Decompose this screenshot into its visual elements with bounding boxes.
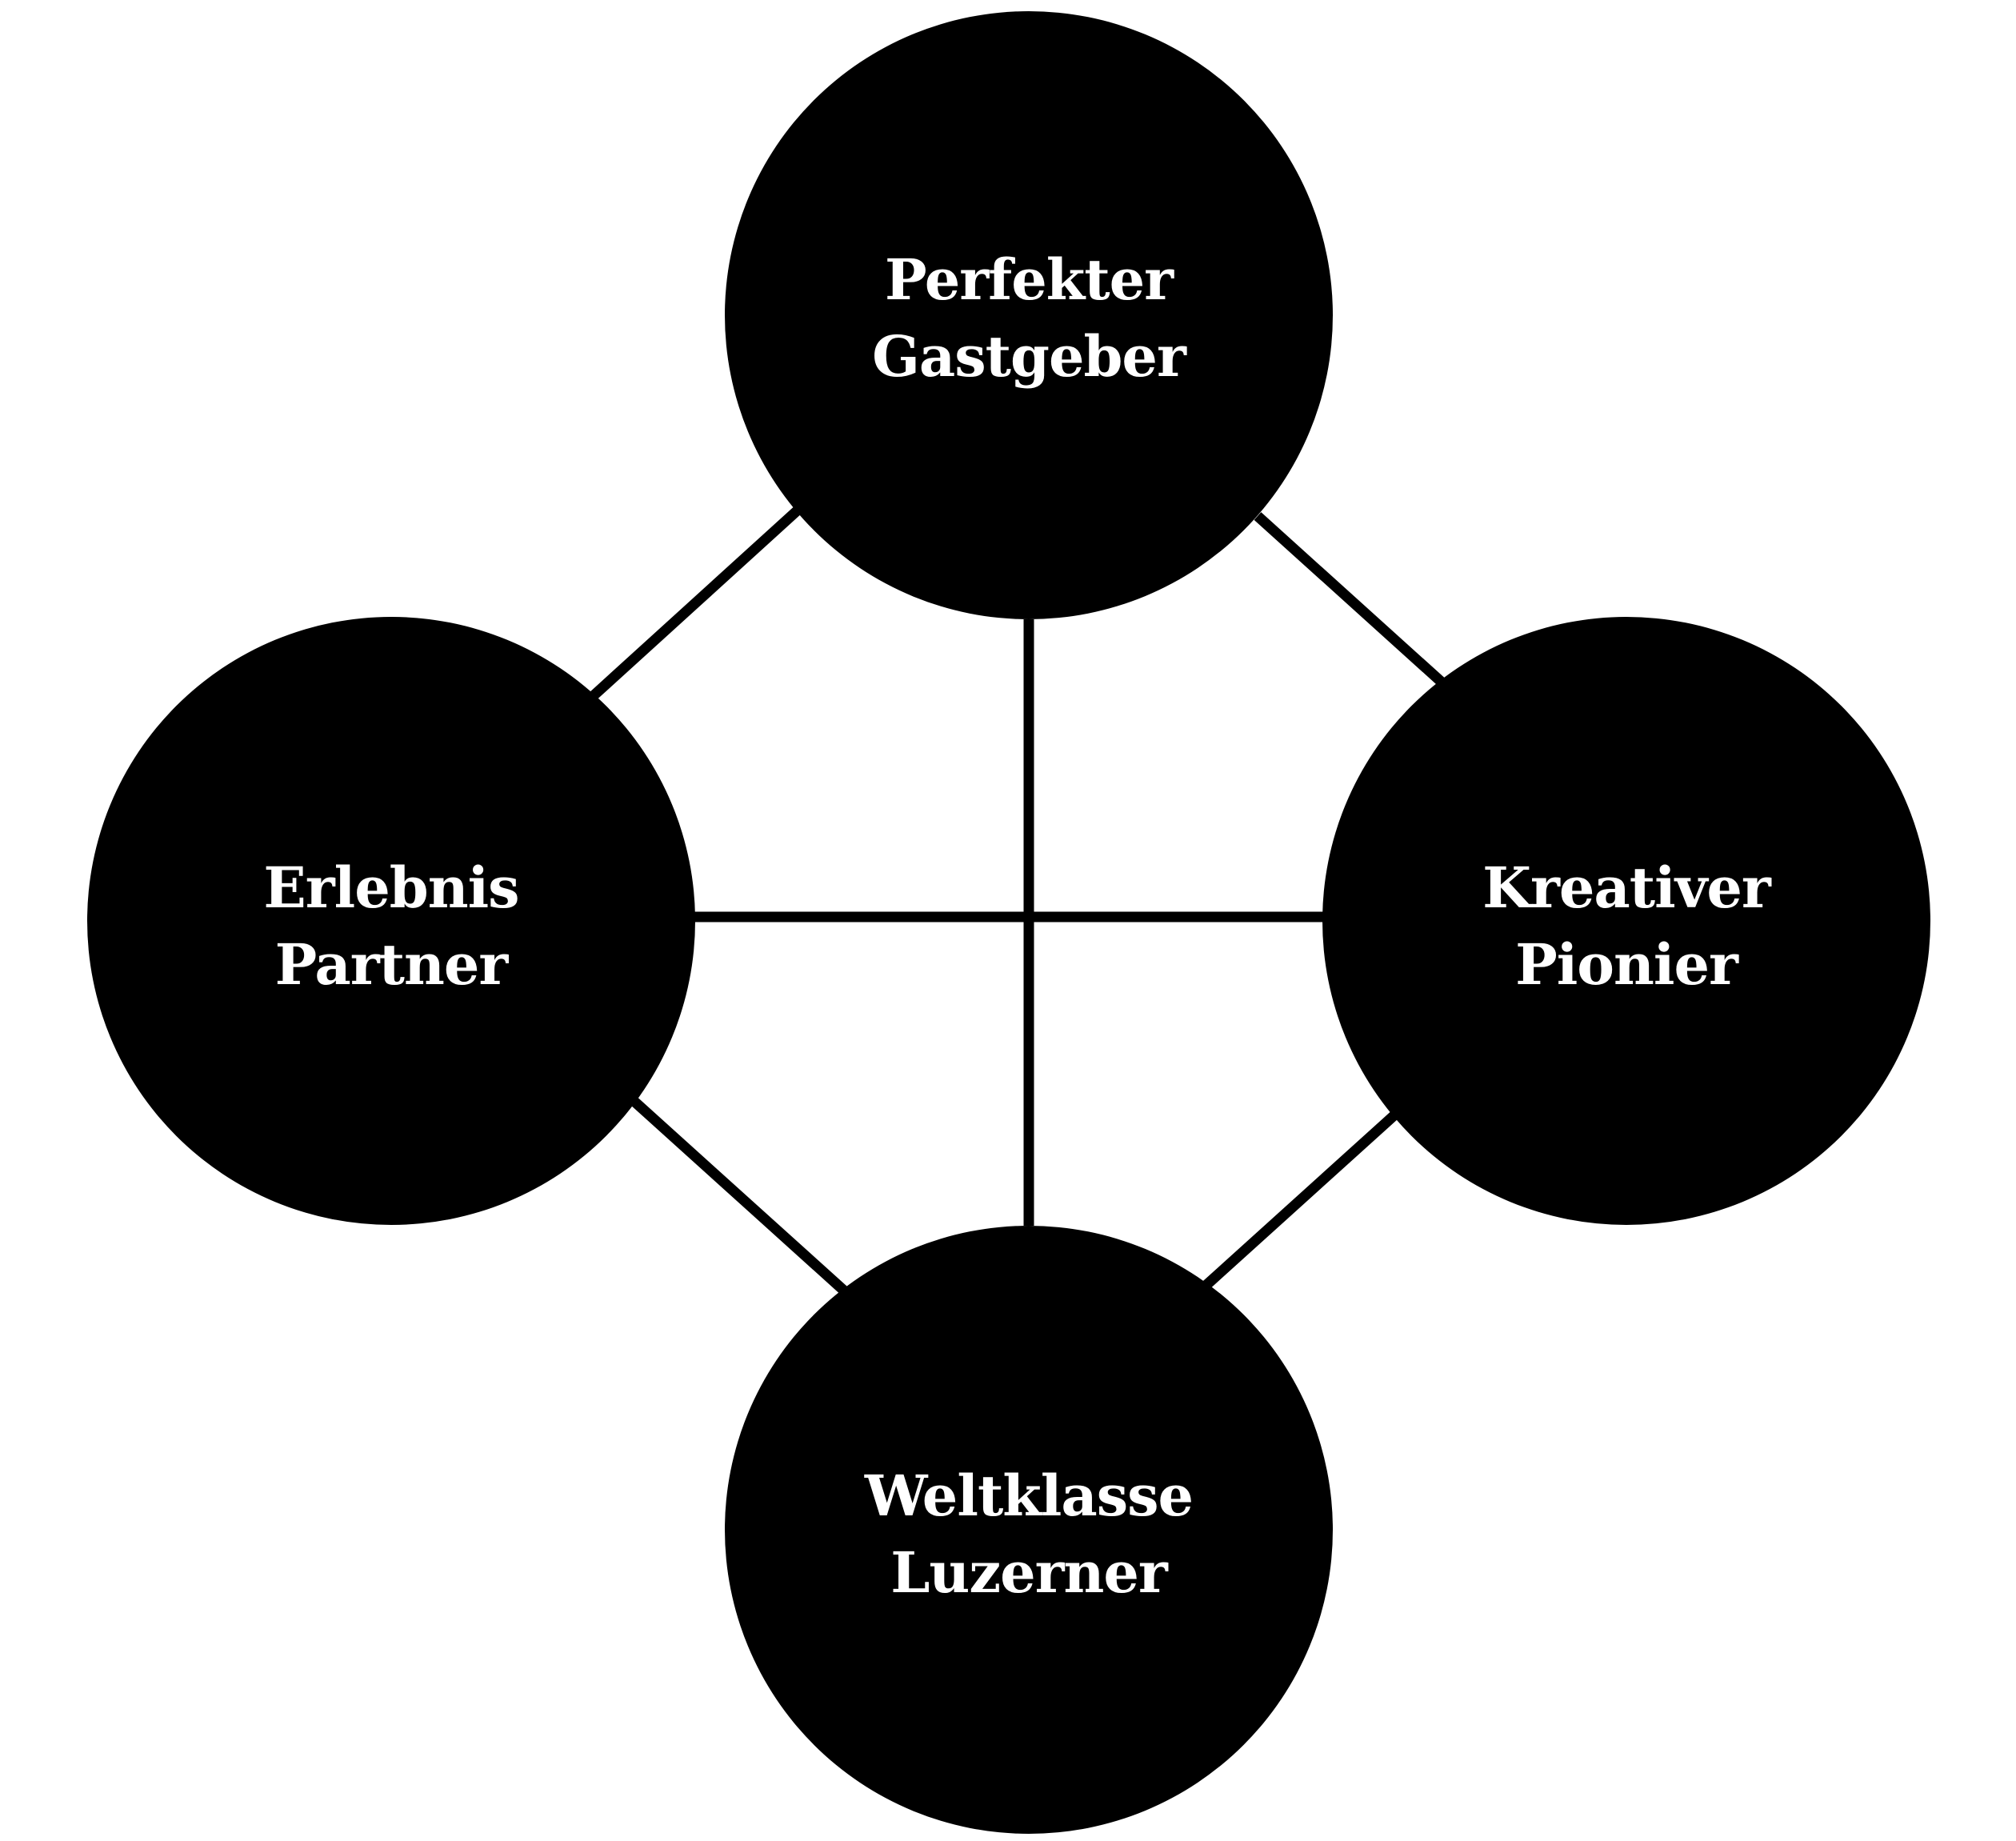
node-circle-right — [1322, 617, 1930, 1225]
node-perfekter-gastgeber: Perfekter Gastgeber — [725, 11, 1333, 619]
connector-left-bottom — [628, 1095, 849, 1295]
node-label-right-line1: Kreativer — [1482, 854, 1772, 921]
connector-right-bottom — [1202, 1110, 1400, 1290]
node-circle-bottom — [725, 1226, 1333, 1834]
node-label-top-line2: Gastgeber — [872, 323, 1187, 390]
node-circle-left — [87, 617, 695, 1225]
connectors — [586, 504, 1450, 1295]
connector-top-right — [1254, 512, 1450, 690]
node-circle-top — [725, 11, 1333, 619]
node-label-left-line1: Erlebnis — [263, 854, 518, 921]
node-label-bottom-line1: Weltklasse — [864, 1463, 1193, 1529]
node-label-bottom-line2: Luzerner — [890, 1539, 1169, 1606]
connector-top-left — [586, 504, 804, 702]
node-label-top-line1: Perfekter — [885, 246, 1174, 313]
node-label-right-line2: Pionier — [1515, 931, 1739, 998]
node-kreativer-pionier: Kreativer Pionier — [1322, 617, 1930, 1225]
node-label-left-line2: Partner — [275, 931, 510, 998]
node-weltklasse-luzerner: Weltklasse Luzerner — [725, 1226, 1333, 1834]
node-erlebnis-partner: Erlebnis Partner — [87, 617, 695, 1225]
